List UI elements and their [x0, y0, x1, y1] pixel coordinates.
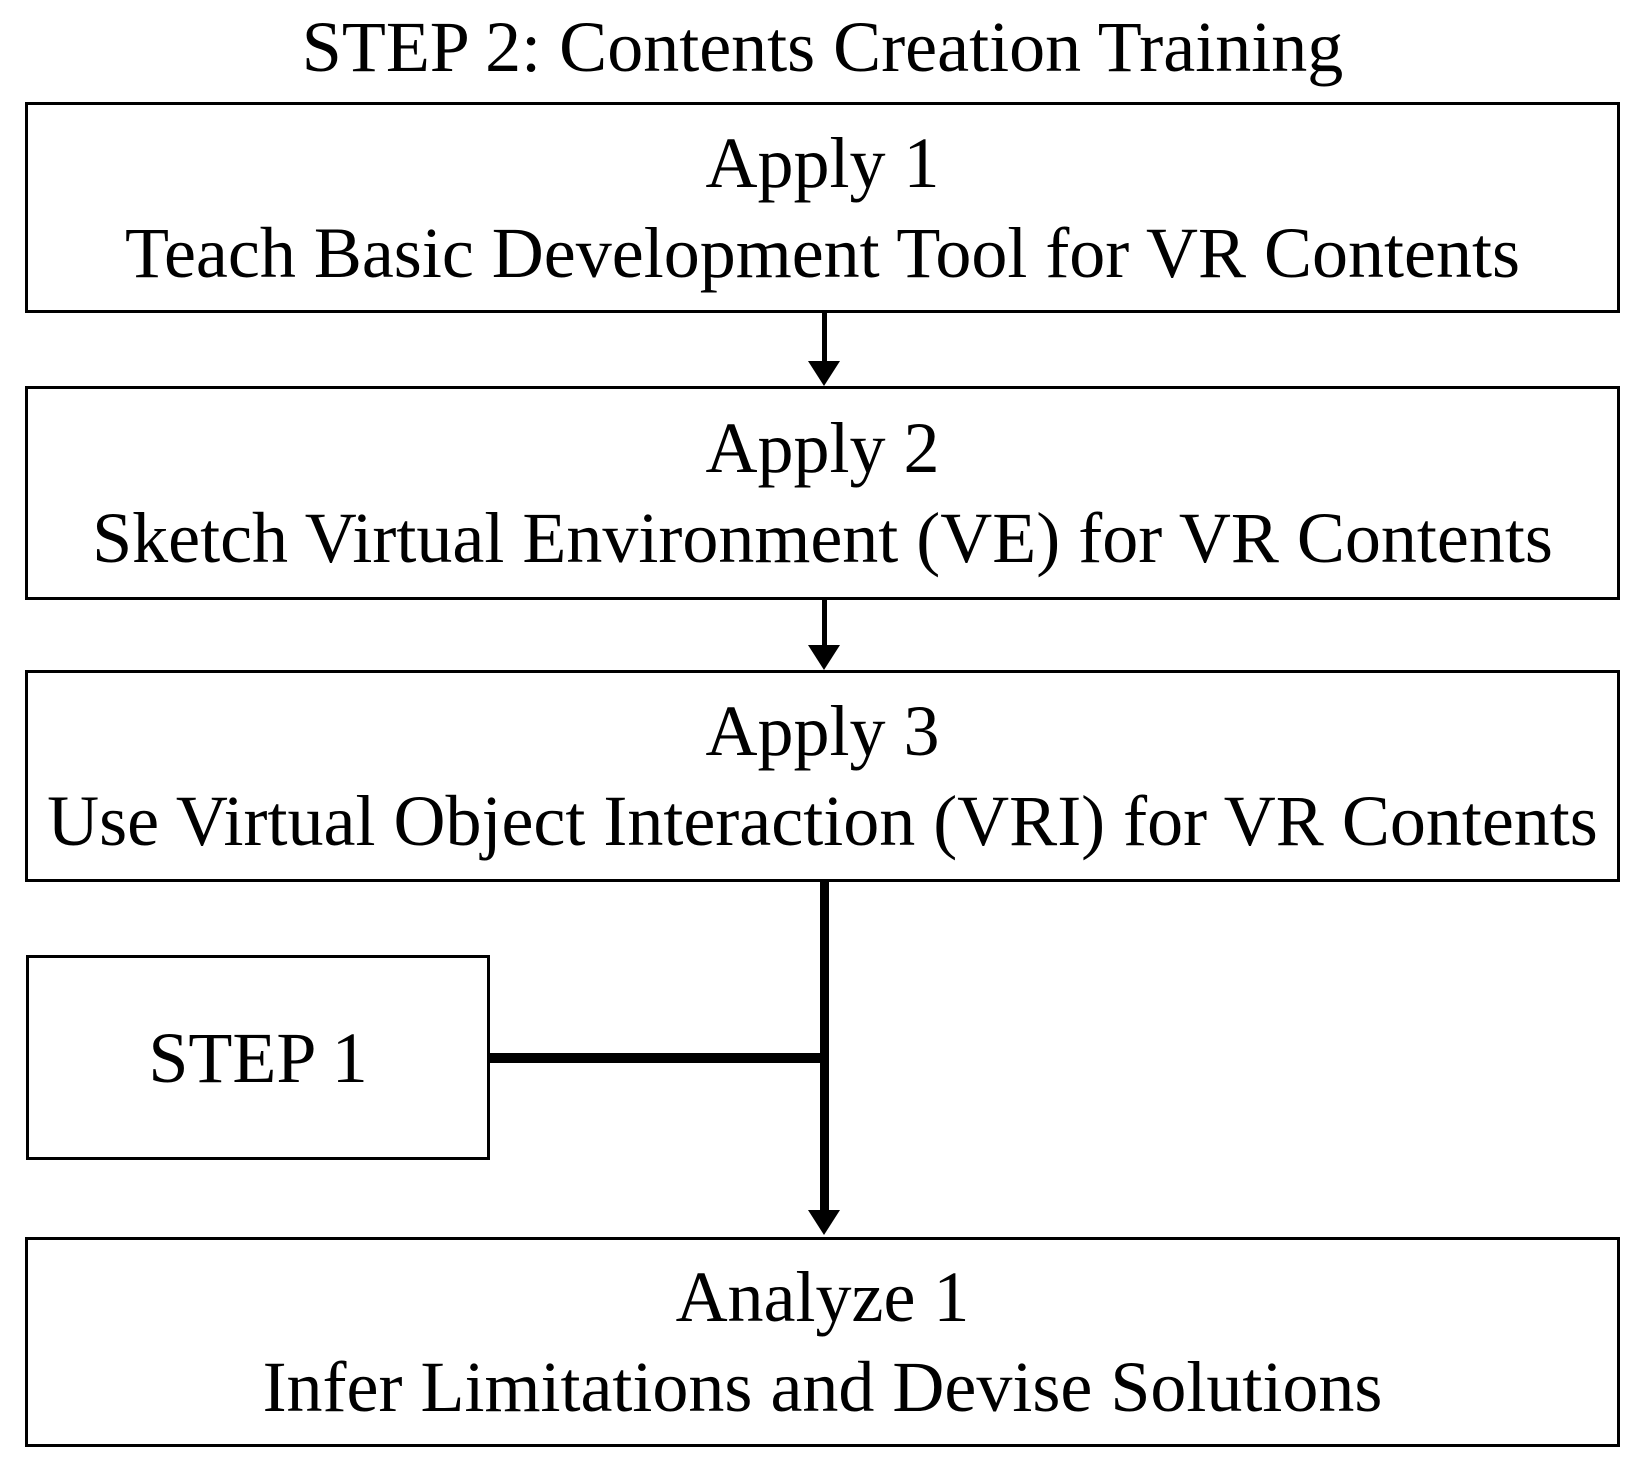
node-apply-2-title: Apply 2: [705, 408, 940, 488]
arrow-apply1-to-apply2-line: [822, 313, 827, 363]
arrow-apply3-to-analyze1-head: [808, 1210, 840, 1235]
connector-step1-to-main-line: [490, 1053, 829, 1063]
arrow-apply2-to-apply3-head: [808, 645, 840, 670]
arrow-apply1-to-apply2-head: [808, 361, 840, 386]
node-step-1-title: STEP 1: [148, 1017, 368, 1098]
node-apply-2: Apply 2 Sketch Virtual Environment (VE) …: [25, 386, 1620, 600]
node-analyze-1-description: Infer Limitations and Devise Solutions: [262, 1347, 1383, 1427]
node-apply-3: Apply 3 Use Virtual Object Interaction (…: [25, 670, 1620, 882]
node-analyze-1-title: Analyze 1: [675, 1257, 970, 1337]
node-apply-2-description: Sketch Virtual Environment (VE) for VR C…: [92, 498, 1553, 578]
node-apply-3-title: Apply 3: [705, 691, 940, 771]
node-analyze-1: Analyze 1 Infer Limitations and Devise S…: [25, 1237, 1620, 1447]
node-apply-1-title: Apply 1: [705, 122, 940, 203]
node-apply-1-description: Teach Basic Development Tool for VR Cont…: [125, 212, 1520, 293]
node-step-1: STEP 1: [26, 955, 490, 1160]
node-apply-3-description: Use Virtual Object Interaction (VRI) for…: [47, 781, 1598, 861]
arrow-apply3-to-analyze1-line: [820, 882, 829, 1212]
node-apply-1: Apply 1 Teach Basic Development Tool for…: [25, 102, 1620, 313]
diagram-title: STEP 2: Contents Creation Training: [301, 7, 1344, 87]
arrow-apply2-to-apply3-line: [822, 600, 827, 646]
